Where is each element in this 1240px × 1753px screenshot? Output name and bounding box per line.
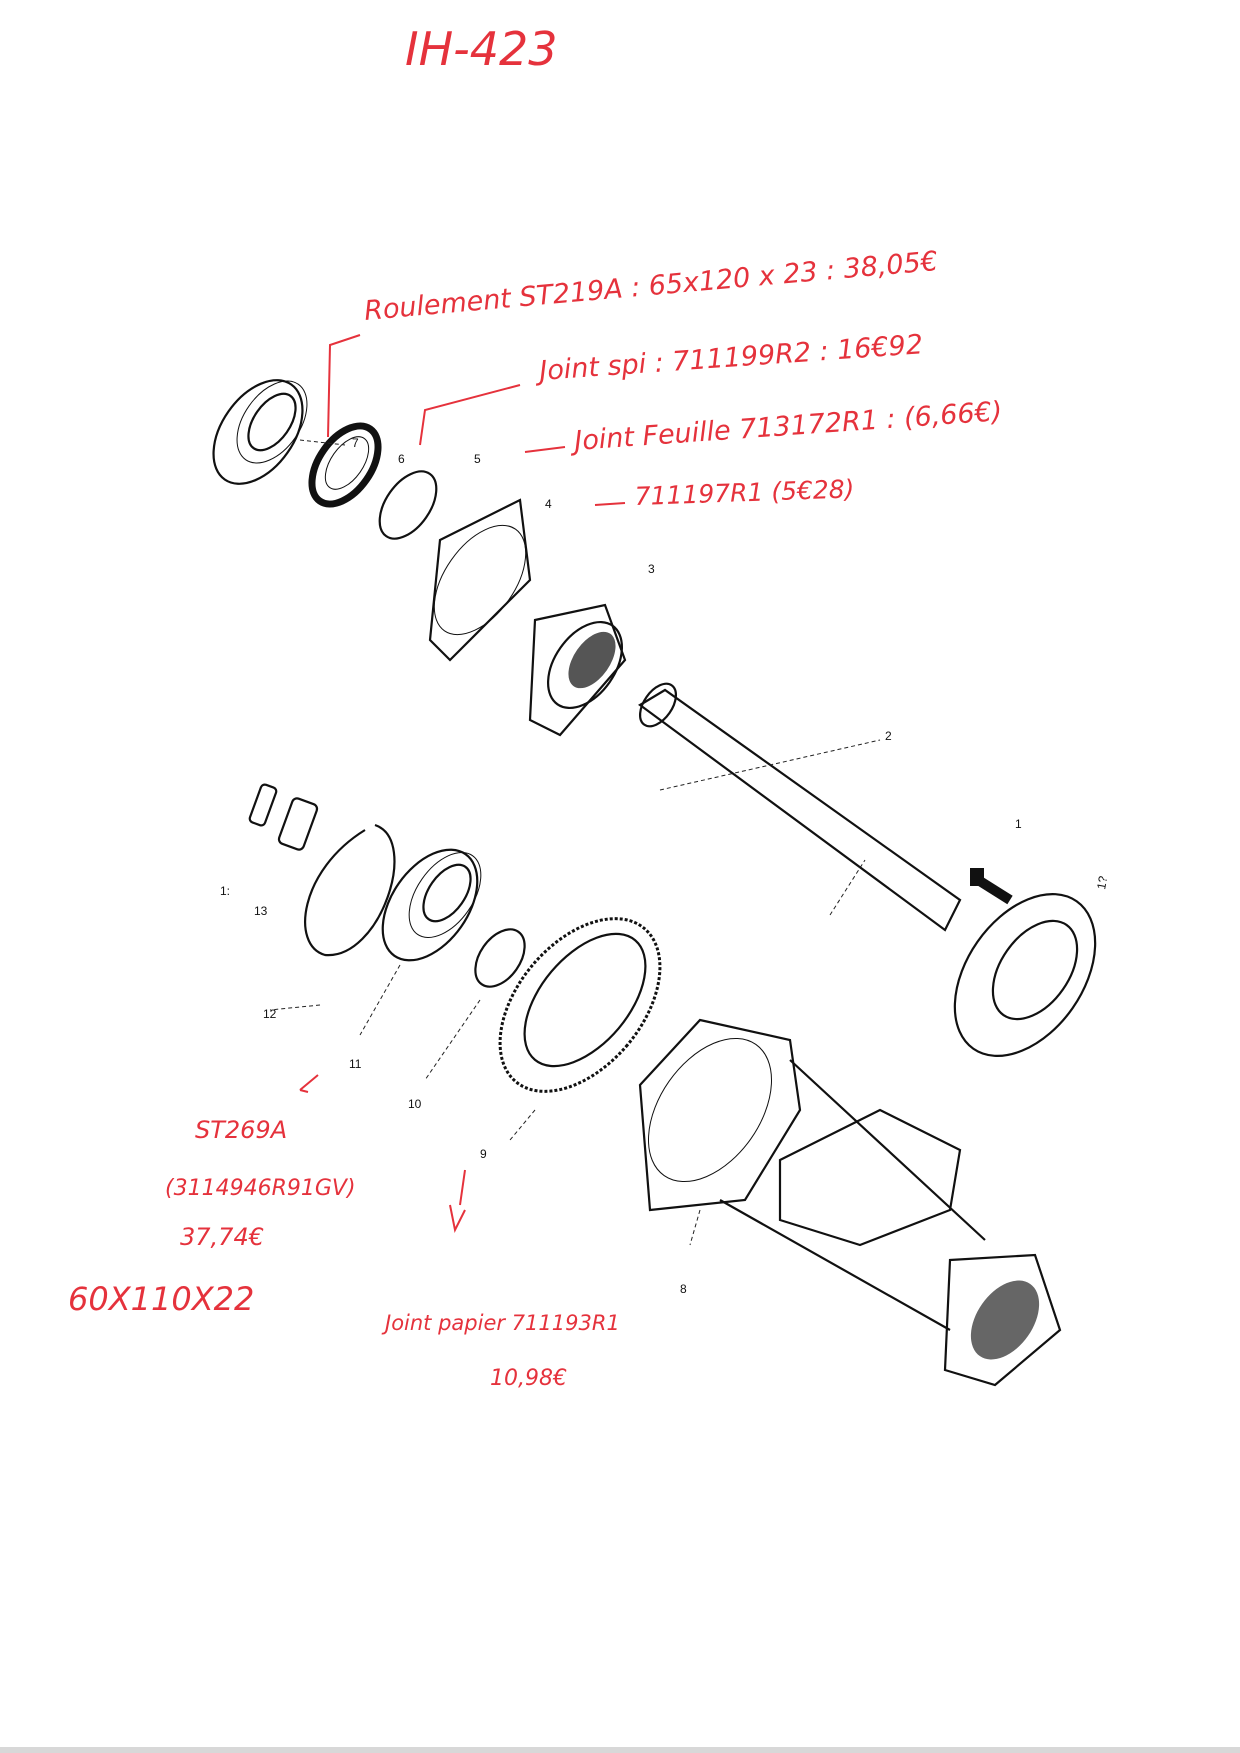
axle-shaft-2	[638, 682, 1097, 1057]
part-number-10: 10	[408, 1097, 422, 1111]
part-number-2: 2	[885, 729, 892, 743]
annotation-roulement: Roulement ST219A : 65x120 x 23 : 38,05€	[363, 246, 939, 327]
part-number-5: 5	[474, 452, 481, 466]
part-number-8: 8	[680, 1282, 687, 1296]
part-number-11: 11	[349, 1057, 362, 1071]
washer-5	[378, 470, 438, 540]
annotation-price-joint-papier: 10,98€	[490, 1366, 567, 1391]
part-number-13: 13	[254, 904, 268, 918]
part-number-12: 12	[263, 1007, 277, 1021]
scan-edge	[0, 1747, 1240, 1753]
annotation-price-bearing-11: 37,74€	[180, 1223, 264, 1251]
lock-plate-13	[277, 797, 319, 851]
lock-tab-14	[248, 783, 278, 827]
annotation-joint-feuille: Joint Feuille 713172R1 : (6,66€)	[568, 396, 1003, 457]
annotation-ref-part-4: 711197R1 (5€28)	[634, 474, 855, 511]
document-title: IH-423	[405, 22, 558, 76]
part-number-9: 9	[480, 1147, 487, 1161]
annotation-joint-spi: Joint spi : 711199R2 : 16€92	[533, 329, 924, 387]
part-number-4: 4	[545, 497, 552, 511]
part-number-1-alt: 1?	[1094, 875, 1110, 891]
paper-gasket-9	[498, 917, 662, 1093]
part-number-7: 7	[352, 436, 359, 450]
axle-housing-8	[638, 1018, 1062, 1387]
annotation-st269a: ST269A	[195, 1116, 287, 1144]
bearing-retainer-3	[528, 603, 627, 737]
part-number-6: 6	[398, 452, 405, 466]
circlip-12	[304, 823, 396, 957]
part-number-14: 1:	[220, 884, 230, 898]
oil-seal-6	[308, 422, 382, 508]
annotation-joint-papier: Joint papier 711193R1	[381, 1311, 620, 1335]
gasket-4	[428, 498, 532, 662]
bearing-11	[381, 848, 482, 962]
o-ring-10	[474, 928, 526, 988]
part-number-3: 3	[648, 562, 655, 576]
annotation-ref-bearing-11: (3114946R91GV)	[165, 1176, 356, 1201]
part-number-1: 1	[1015, 817, 1022, 831]
annotation-dimensions-bearing-11: 60X110X22	[68, 1280, 254, 1318]
bearing-7	[212, 379, 308, 485]
wheel-stud-1	[970, 868, 1013, 905]
